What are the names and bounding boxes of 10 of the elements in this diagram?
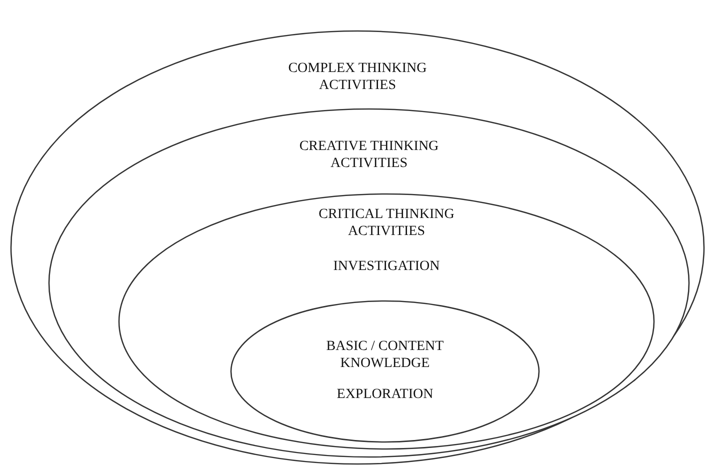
region-label: EXPLORATION xyxy=(336,386,434,403)
region-label: CRITICAL THINKING ACTIVITIES xyxy=(318,206,456,240)
region-label: INVESTIGATION xyxy=(333,258,440,275)
ellipse-region xyxy=(10,30,705,465)
ellipse-region xyxy=(48,108,690,458)
region-label: CREATIVE THINKING ACTIVITIES xyxy=(298,138,440,172)
region-label: COMPLEX THINKING ACTIVITIES xyxy=(287,60,428,94)
ellipse-region xyxy=(118,193,655,450)
region-label: BASIC / CONTENT KNOWLEDGE xyxy=(325,338,445,372)
ellipse-region xyxy=(230,300,540,443)
